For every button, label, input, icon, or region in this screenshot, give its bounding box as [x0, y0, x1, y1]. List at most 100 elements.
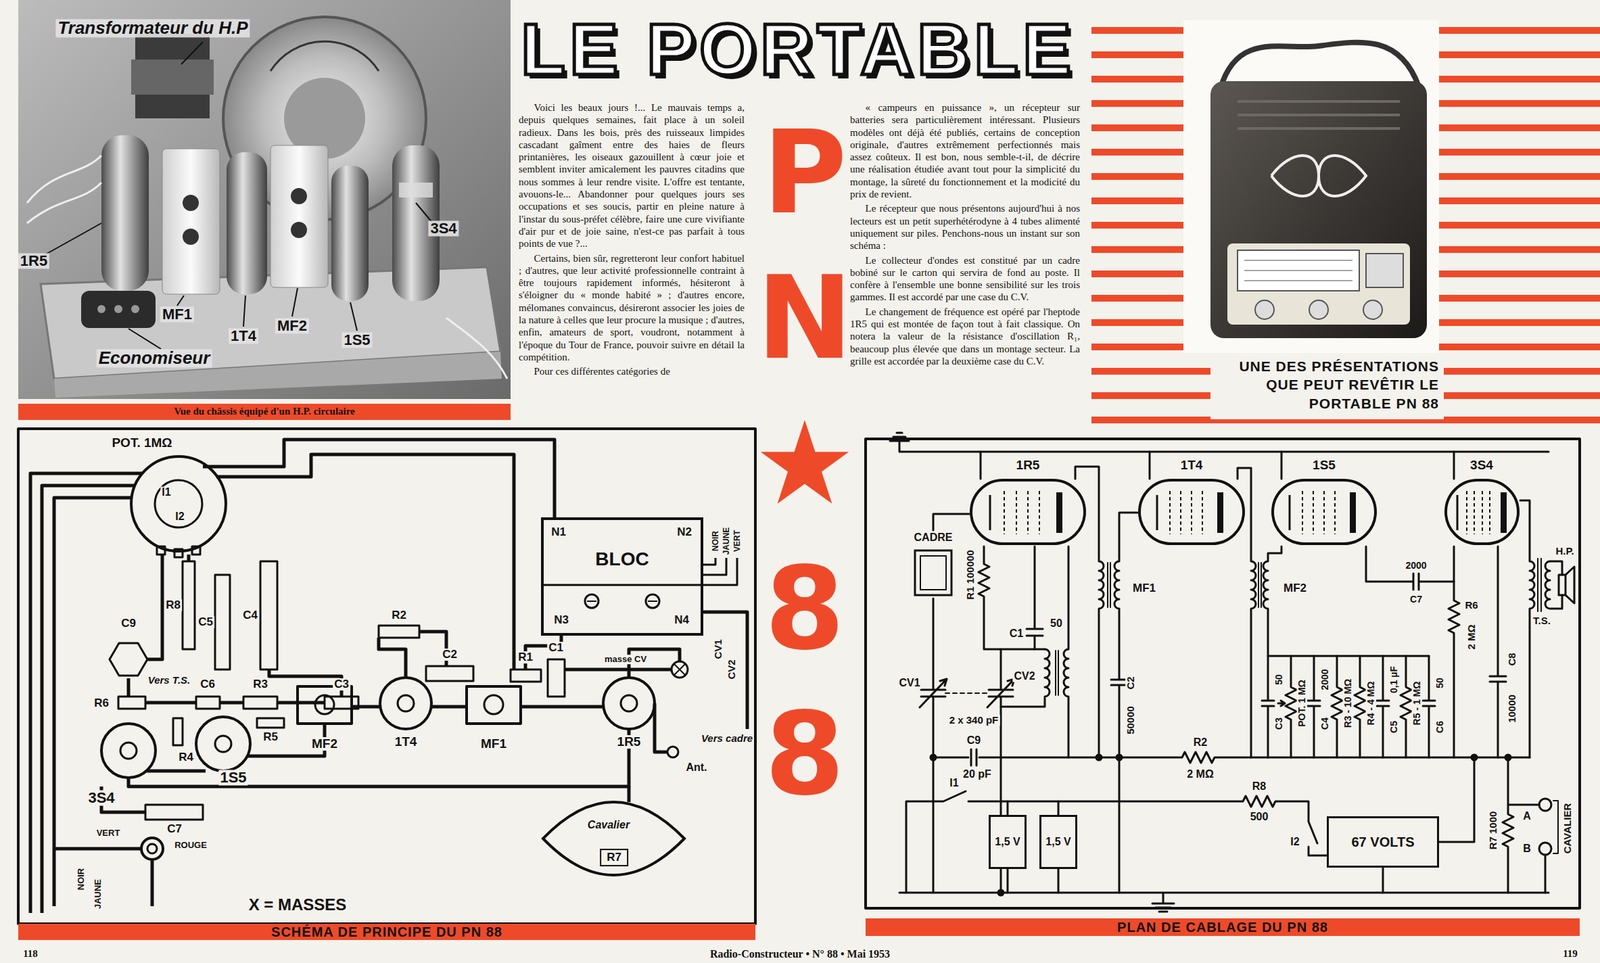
- part-label: C4: [241, 609, 260, 622]
- wiring-plan-part: [243, 696, 278, 709]
- part-label: R8: [164, 599, 182, 612]
- valve-symbol-text: 1S5: [1312, 458, 1336, 473]
- part-label: H.P.: [1554, 545, 1575, 557]
- battery-box: 67 VOLTS: [1326, 816, 1440, 868]
- wiring-plan-part: [654, 703, 668, 752]
- part-label: 2 x 340 pF: [948, 714, 1001, 726]
- part-label: R6: [1463, 599, 1479, 611]
- part-label: C6: [1434, 719, 1446, 735]
- radio-photo-part: [1309, 300, 1329, 320]
- part-label: R4: [177, 751, 195, 764]
- part-label: I1: [160, 486, 172, 499]
- chassis-photo-part: [162, 148, 220, 295]
- note-label: Vers cadre: [699, 733, 755, 744]
- chassis-photo-part: [398, 182, 433, 198]
- part-label: C9: [119, 617, 138, 630]
- circuit-schematic-part: [1307, 655, 1321, 758]
- part-label: C9: [965, 735, 982, 747]
- radio-photo-part: [1210, 81, 1427, 339]
- part-label: C7: [1408, 594, 1424, 605]
- text-column: « campeurs en puissance », un récepteur …: [850, 101, 1080, 370]
- coil-block: N1N2BLOCN3N4: [540, 517, 704, 636]
- wiring-plan-part: [215, 574, 230, 670]
- wiring-plan-part: [54, 786, 153, 907]
- radio-photo-part: [1255, 300, 1275, 320]
- chassis-photo-part: [18, 0, 511, 399]
- circuit-schematic-part: [899, 892, 1549, 912]
- circuit-schematic-part: [889, 432, 1549, 452]
- wiring-plan-part: [547, 659, 565, 697]
- chassis-photo-part: [97, 304, 106, 314]
- chassis-photo-part: [290, 187, 308, 205]
- coil-block-text: N2: [676, 526, 692, 539]
- circuit-schematic-part: [930, 754, 936, 761]
- part-label: I2: [1288, 836, 1301, 849]
- circuit-schematic-part: [1489, 546, 1507, 758]
- radio-photo-part: [1237, 101, 1400, 129]
- part-label: MF2: [310, 737, 339, 751]
- circuit-schematic-part: [1520, 500, 1535, 758]
- valve-symbol: 1R5: [969, 457, 1087, 547]
- coil-block-text: N3: [553, 614, 569, 627]
- wiring-plan-part: [378, 637, 406, 678]
- part-label: VERT: [733, 528, 742, 554]
- wiring-plan-part: [667, 746, 679, 758]
- part-label: I2: [173, 511, 186, 523]
- wiring-plan-part: [141, 837, 163, 860]
- circuit-schematic-part: [998, 889, 1004, 896]
- circuit-schematic-part: [919, 513, 970, 893]
- radio-photo: [1183, 20, 1444, 420]
- part-label: R5: [261, 731, 280, 744]
- part-label: Ant.: [684, 762, 709, 774]
- wiring-plan-part: [674, 664, 686, 675]
- photo-caption: UNE DES PRÉSENTATIONS QUE PEUT REVÊTIR L…: [1214, 357, 1440, 413]
- part-label: C3: [1274, 716, 1285, 732]
- valve-symbol: 3S4: [1443, 457, 1521, 547]
- part-label: CV2: [726, 657, 738, 681]
- part-label: JAUNE: [722, 526, 732, 557]
- part-label: C2: [1125, 674, 1137, 691]
- part-label: X = MASSES: [247, 896, 349, 913]
- part-label: 500: [1249, 811, 1270, 823]
- chassis-photo-part: [182, 194, 199, 211]
- circuit-schematic-part: [1565, 566, 1575, 604]
- part-label: CAVALIER: [1562, 802, 1573, 855]
- part-label: R1 100000: [965, 548, 976, 601]
- jumper-plug-text: R7: [599, 848, 629, 867]
- chassis-photo-part: [290, 221, 308, 239]
- photo-label: Economiseur: [96, 348, 213, 368]
- article-paragraph: Pour ces différentes catégories de: [518, 365, 745, 378]
- circuit-schematic-part: [1354, 655, 1366, 758]
- part-label: R7 1000: [1487, 810, 1499, 852]
- photo-label: 1S5: [341, 332, 372, 348]
- wiring-plan-part: [620, 695, 638, 712]
- coil-block-text: N4: [674, 614, 690, 627]
- part-label: C6: [198, 678, 217, 691]
- part-label: masse CV: [603, 654, 648, 665]
- battery-cell: 1,5 V: [988, 814, 1027, 869]
- wiring-plan-part: [120, 742, 137, 759]
- wiring-plan-part: [256, 718, 285, 728]
- part-label: 2 MΩ: [1185, 768, 1216, 781]
- footer-text: Radio-Constructeur • N° 88 • Mai 1953: [710, 948, 890, 961]
- wiring-plan-part: [269, 669, 342, 697]
- chassis-photo-part: [270, 145, 328, 288]
- part-label: C5: [1389, 719, 1400, 735]
- circuit-schematic-part: [1000, 649, 1050, 707]
- part-label: NOIR: [711, 529, 721, 553]
- photo-label: 3S4: [428, 220, 459, 237]
- caption-band-text: PLAN DE CABLAGE DU PN 88: [1117, 920, 1329, 935]
- circuit-schematic-part: [1471, 754, 1477, 761]
- part-label: 3S4: [86, 789, 116, 806]
- part-label: 50: [1434, 676, 1446, 690]
- part-label: NOIR: [76, 866, 86, 892]
- chassis-photo-part: [182, 228, 199, 245]
- circuit-schematic-part: [1505, 754, 1511, 761]
- part-label: 50000: [1125, 704, 1137, 736]
- radio-photo-part: [1271, 155, 1367, 197]
- part-label: 20 pF: [961, 768, 993, 781]
- part-label: C7: [165, 822, 184, 836]
- valve-symbol: 1T4: [1137, 457, 1246, 547]
- caption-band: SCHÉMA DE PRINCIPE DU PN 88: [18, 923, 756, 940]
- wiring-plan: [18, 428, 756, 924]
